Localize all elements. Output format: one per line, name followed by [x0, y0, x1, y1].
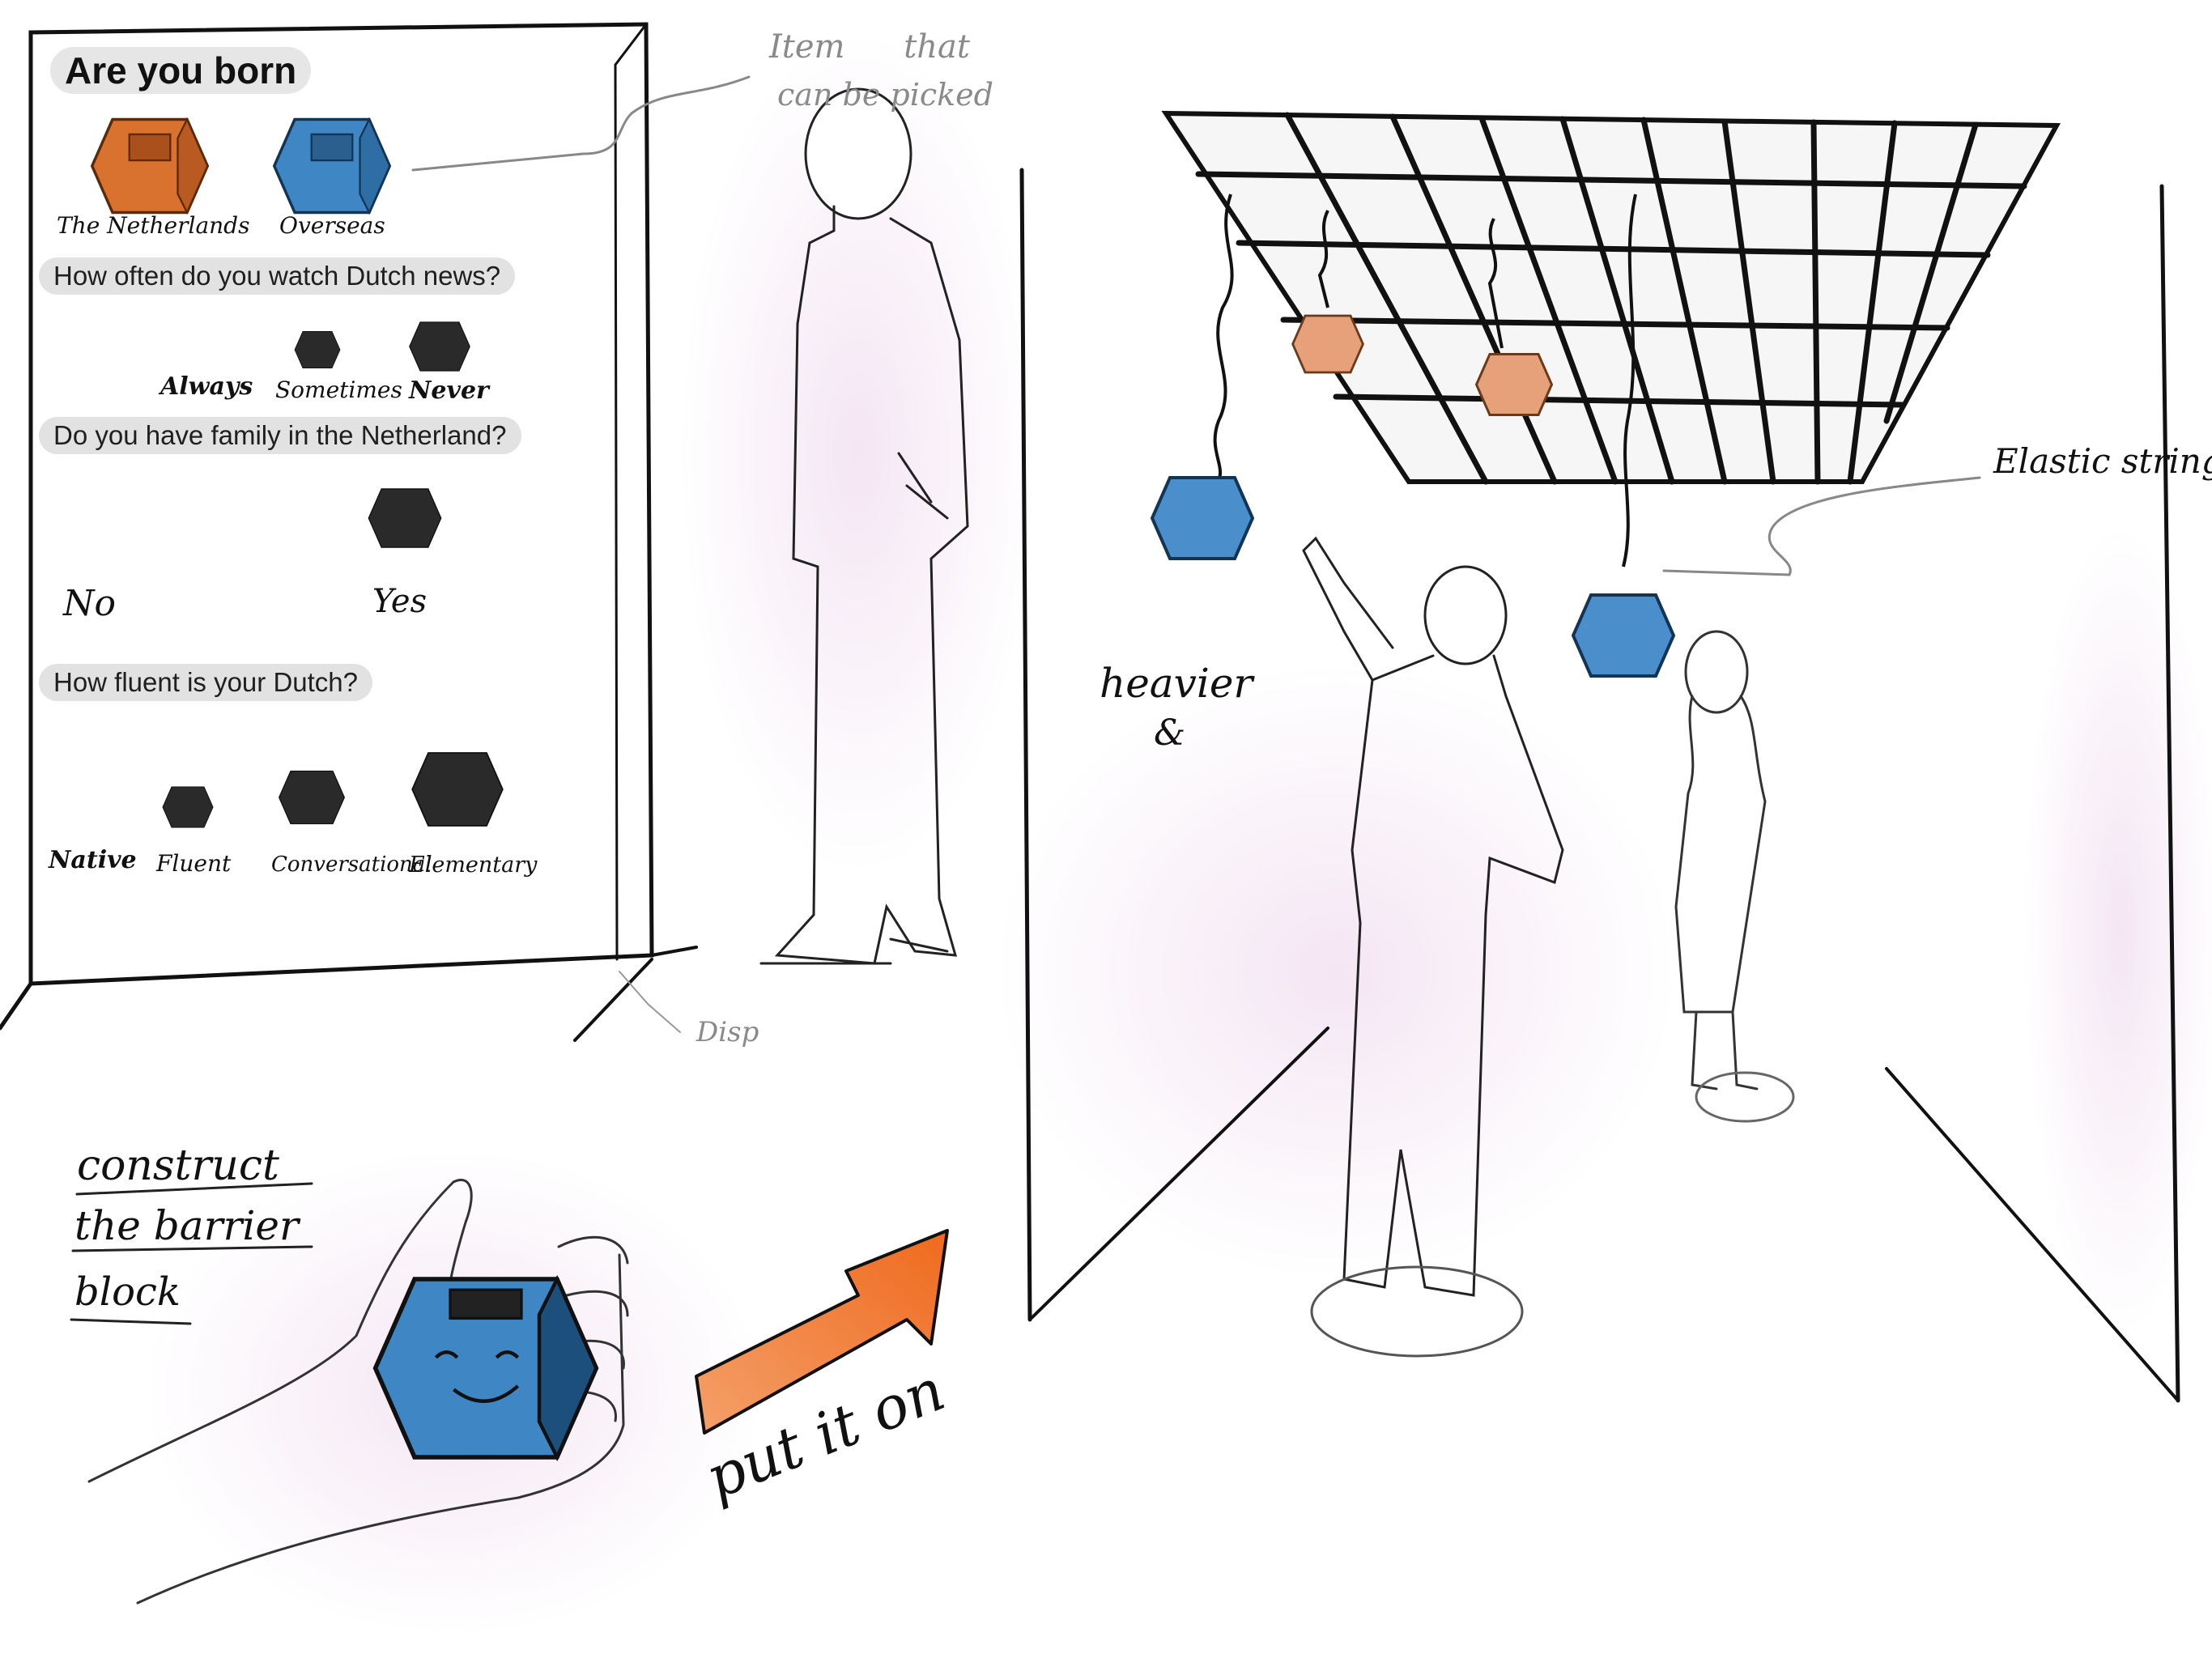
question-fluency: How fluent is your Dutch?: [39, 664, 373, 701]
question-news: How often do you watch Dutch news?: [39, 257, 516, 295]
answer-label: Never: [409, 376, 489, 405]
handwritten-underlines: [70, 1182, 313, 1325]
hanging-block-blue-2: [1571, 593, 1676, 678]
answer-label: Conversational: [271, 852, 432, 877]
display-note: Disp: [696, 1016, 759, 1048]
orange-origin-block: [90, 117, 210, 215]
annotation-leaders: [411, 75, 1981, 576]
answer-label: Yes: [372, 583, 428, 620]
pink-glow: [996, 664, 1676, 1279]
standing-visitor-figure: [759, 87, 969, 965]
answer-label: Elementary: [409, 852, 538, 878]
heavier-note: heavier: [1100, 660, 1253, 707]
answer-label: Always: [160, 372, 253, 401]
answer-label: Native: [49, 846, 137, 874]
construct-note: construct: [77, 1141, 279, 1190]
blue-origin-block: [272, 117, 392, 215]
heavier-mark: &: [1154, 712, 1186, 754]
answer-label: Fluent: [156, 850, 232, 877]
hanging-block-blue-1: [1150, 476, 1255, 560]
dark-answer-blocks: [162, 321, 504, 828]
pink-glow: [680, 32, 1036, 874]
panel-title: Are you born: [50, 47, 312, 94]
hanging-block-orange-1: [1291, 314, 1364, 374]
pink-glow: [2024, 526, 2212, 1336]
elastic-string-note: Elastic string: [1993, 441, 2212, 481]
question-family: Do you have family in the Netherland?: [39, 417, 521, 454]
female-visitor-figure: [1674, 630, 1795, 1123]
display-panel: [0, 22, 698, 1042]
ceiling-grid: [1161, 110, 2061, 485]
hand-holding-block: [87, 1179, 629, 1605]
answer-label: No: [63, 583, 116, 624]
item-note: Item that: [769, 28, 970, 66]
elastic-strings: [1213, 193, 1637, 568]
origin-option-label: The Netherlands: [57, 212, 250, 239]
origin-option-label: Overseas: [279, 212, 385, 239]
construct-note: the barrier: [74, 1202, 299, 1249]
put-it-on-arrow: [695, 1229, 949, 1435]
room-walls: [1019, 168, 2180, 1403]
held-blue-block: [372, 1274, 599, 1462]
construct-note: block: [74, 1269, 181, 1315]
hanging-block-orange-2: [1474, 353, 1554, 416]
pointing-visitor-figure: [1302, 536, 1564, 1358]
answer-label: Sometimes: [275, 376, 402, 403]
item-note: can be picked: [777, 77, 993, 113]
